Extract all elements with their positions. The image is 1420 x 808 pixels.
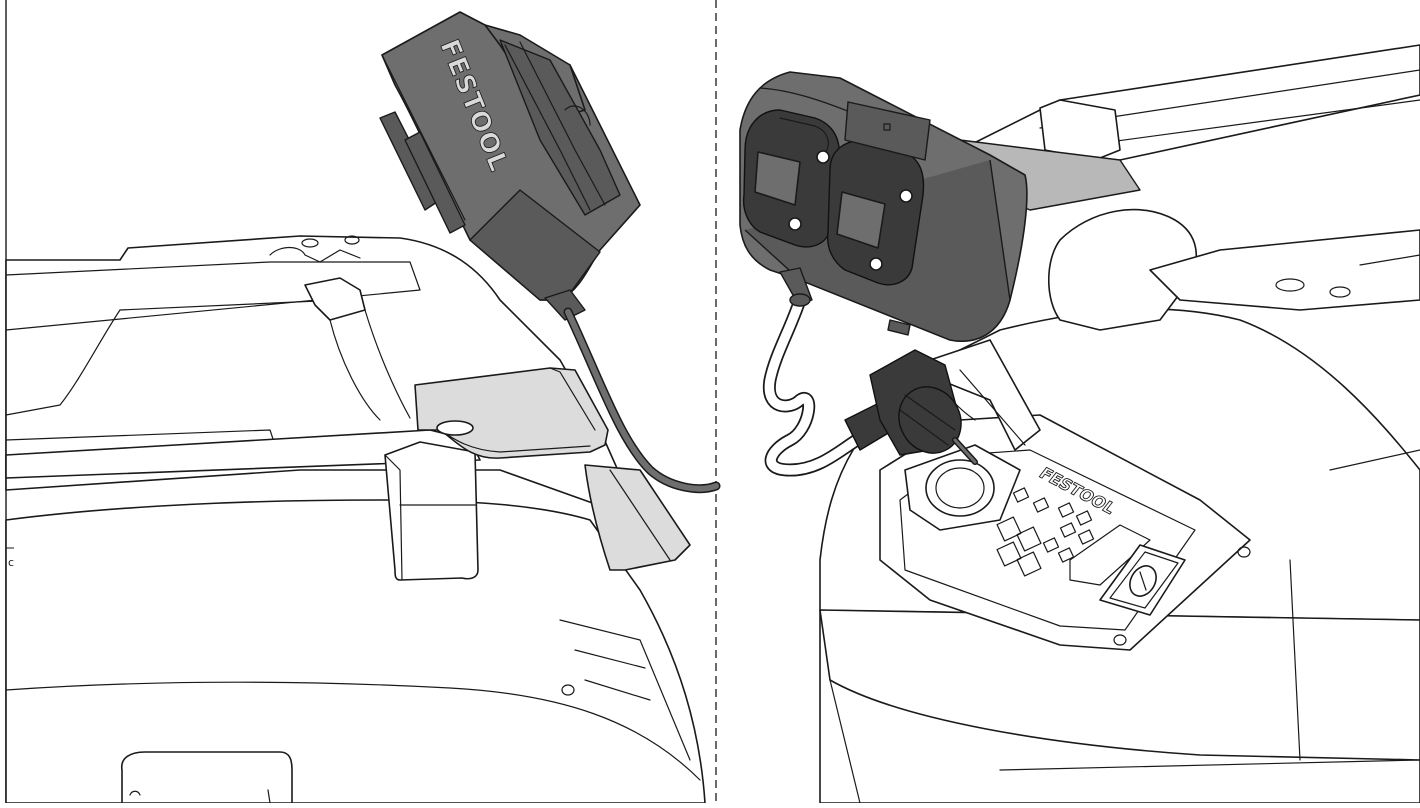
socket-icon [904,444,1021,531]
plug-icon [844,349,978,465]
left-panel: FESTOOL c [5,11,721,804]
left-label-plate [120,751,293,804]
power-switch-icon [1099,544,1186,616]
right-socket-module [739,71,1028,342]
left-socket-module: FESTOOL [379,11,641,321]
right-control-panel: FESTOOL [879,414,1251,651]
left-vacuum-body [5,499,706,804]
right-panel: FESTOOL [739,44,1420,804]
left-clip [384,441,479,581]
left-edge-mark: c [8,556,14,569]
